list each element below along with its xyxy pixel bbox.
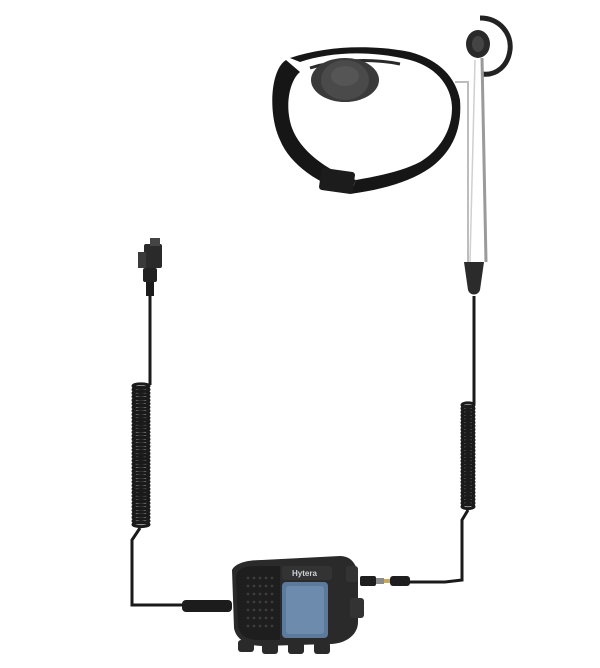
left-coil-cable [131,382,151,529]
speaker-grille [246,576,274,628]
earpiece-hook-icon [466,15,513,263]
right-coil-cable [460,401,476,511]
brand-logo: Hytera [292,569,317,578]
mic-wire [455,81,469,262]
cable-junction [464,262,484,295]
audio-jack-icon [360,576,410,586]
throat-mic-strap-icon [272,47,461,195]
ptt-control-box-icon: Hytera [232,556,364,654]
radio-connector-icon [138,238,162,296]
strain-relief [182,600,232,612]
